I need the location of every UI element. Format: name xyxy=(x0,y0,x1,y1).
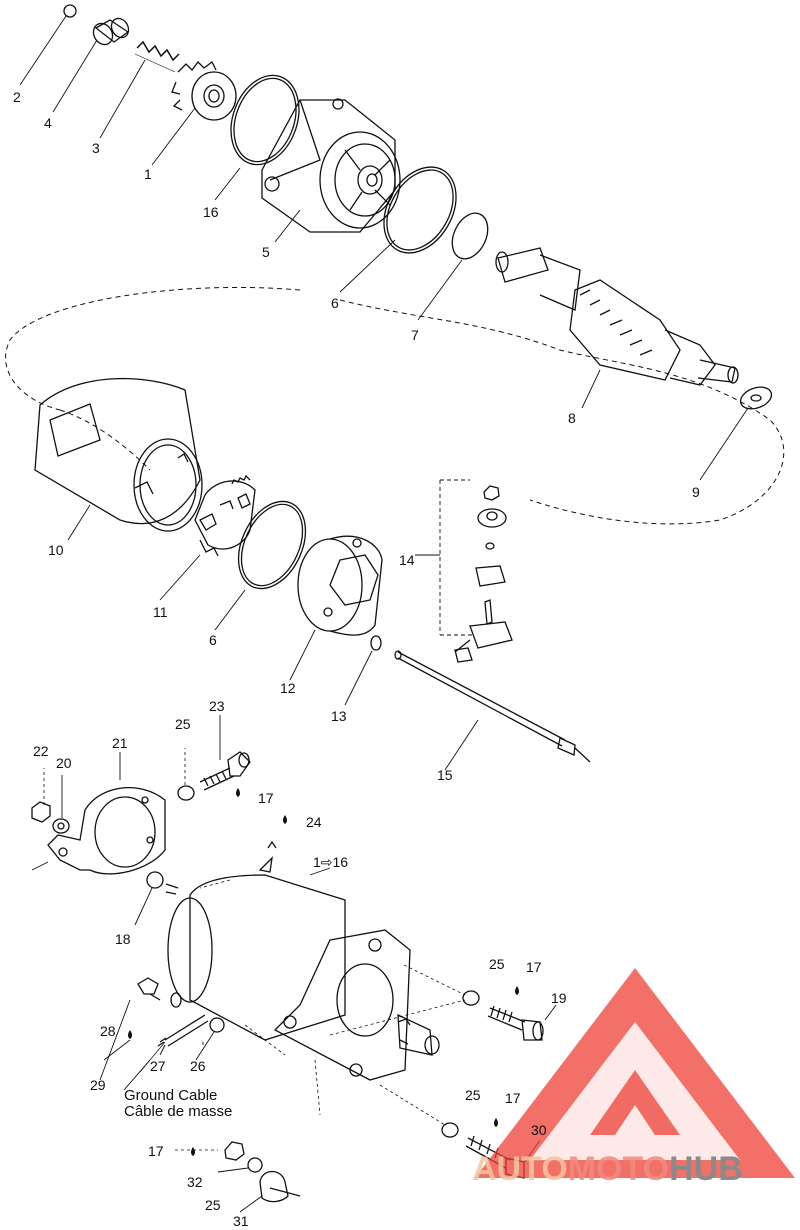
callout-17-a: 17 xyxy=(258,790,274,806)
watermark-part-3: HUB xyxy=(669,1150,743,1188)
callout-32: 32 xyxy=(187,1174,203,1190)
washer-25-bottom xyxy=(247,1157,263,1173)
bushing-4 xyxy=(92,17,130,46)
callout-27: 27 xyxy=(150,1058,166,1074)
callout-5: 5 xyxy=(262,244,270,260)
watermark-part-1: AUTO xyxy=(472,1150,568,1188)
callout-4: 4 xyxy=(44,115,52,131)
drop-icon xyxy=(128,1030,132,1039)
callout-18: 18 xyxy=(115,931,131,947)
callout-25-mid: 25 xyxy=(489,956,505,972)
watermark-part-2: MOTO xyxy=(567,1150,670,1188)
assembly-boundary-line xyxy=(5,286,785,525)
washer-25-top xyxy=(177,785,195,801)
snap-ring-2 xyxy=(63,4,77,18)
bolt-19 xyxy=(487,1005,544,1041)
drop-icon xyxy=(191,1147,195,1156)
bolt-28 xyxy=(137,977,161,1001)
callout-19: 19 xyxy=(551,990,567,1006)
drop-icon xyxy=(283,815,287,824)
callout-12: 12 xyxy=(280,680,296,696)
end-cover-12 xyxy=(297,535,383,636)
drop-icon xyxy=(515,986,519,995)
callout-16: 16 xyxy=(203,204,219,220)
callout-1: 1 xyxy=(144,166,152,182)
nut-22 xyxy=(31,801,51,823)
callout-22: 22 xyxy=(33,743,49,759)
armature-8 xyxy=(495,247,739,386)
callout-7: 7 xyxy=(411,327,419,343)
bracket-21 xyxy=(31,787,166,875)
yoke-10 xyxy=(34,377,203,532)
callout-9: 9 xyxy=(692,484,700,500)
callout-14: 14 xyxy=(399,552,415,568)
callout-25-top: 25 xyxy=(175,716,191,732)
callout-24: 24 xyxy=(306,814,322,830)
callout-23: 23 xyxy=(209,698,225,714)
callout-13: 13 xyxy=(331,708,347,724)
washer-9 xyxy=(739,386,773,410)
starter-assembly xyxy=(165,840,440,1081)
brush-plate-11 xyxy=(194,474,256,557)
ground-cable-caption: Ground Cable Câble de masse xyxy=(124,1088,232,1120)
callout-11: 11 xyxy=(153,604,168,620)
o-ring-16 xyxy=(230,74,300,166)
callout-10: 10 xyxy=(48,542,64,558)
watermark-text: AUTOMOTOHUB xyxy=(472,1150,743,1189)
callout-25-bottom: 25 xyxy=(205,1197,221,1213)
o-ring-6-lower xyxy=(237,500,307,590)
callout-17-b: 17 xyxy=(526,959,542,975)
nut-32 xyxy=(224,1141,245,1161)
washer-25-low xyxy=(441,1122,459,1138)
drive-pinion-1 xyxy=(171,61,237,121)
callout-3: 3 xyxy=(92,140,100,156)
o-ring-13 xyxy=(370,635,382,651)
callout-26: 26 xyxy=(190,1058,206,1074)
washer-25-mid xyxy=(462,990,480,1006)
bolt-23 xyxy=(199,751,251,791)
callout-17-d: 17 xyxy=(148,1143,164,1159)
o-ring-6-upper xyxy=(383,166,457,254)
callout-30: 30 xyxy=(531,1122,547,1138)
callout-21: 21 xyxy=(112,735,128,751)
ground-cable-en: Ground Cable xyxy=(124,1087,218,1104)
clamp-31 xyxy=(259,1170,289,1203)
callout-15: 15 xyxy=(437,767,453,783)
drop-icon xyxy=(236,788,240,797)
automotohub-logo xyxy=(475,968,795,1178)
callout-6-lower: 6 xyxy=(209,632,217,648)
callout-28: 28 xyxy=(100,1023,116,1039)
brush-hardware-14 xyxy=(439,479,513,663)
stud-27 xyxy=(157,1014,209,1047)
drive-housing-5 xyxy=(261,98,401,233)
lubricant-drops xyxy=(128,788,519,1156)
callout-6-upper: 6 xyxy=(331,295,339,311)
callout-assembly: 1⇨16 xyxy=(313,854,349,870)
callout-2: 2 xyxy=(13,89,21,105)
washer-20 xyxy=(52,818,70,834)
callout-8: 8 xyxy=(568,410,576,426)
callout-25-low: 25 xyxy=(465,1087,481,1103)
washer-18 xyxy=(146,871,164,889)
callout-31: 31 xyxy=(233,1213,249,1229)
spring-3 xyxy=(134,40,180,73)
callout-17-c: 17 xyxy=(505,1090,521,1106)
washer-29 xyxy=(170,992,182,1008)
ground-cable-fr: Câble de masse xyxy=(124,1102,233,1120)
callout-20: 20 xyxy=(56,755,72,771)
drop-icon xyxy=(494,1118,498,1127)
washer-26 xyxy=(209,1017,225,1033)
callout-29: 29 xyxy=(90,1077,106,1093)
ring-7 xyxy=(451,212,489,260)
through-bolt-15 xyxy=(394,650,591,763)
